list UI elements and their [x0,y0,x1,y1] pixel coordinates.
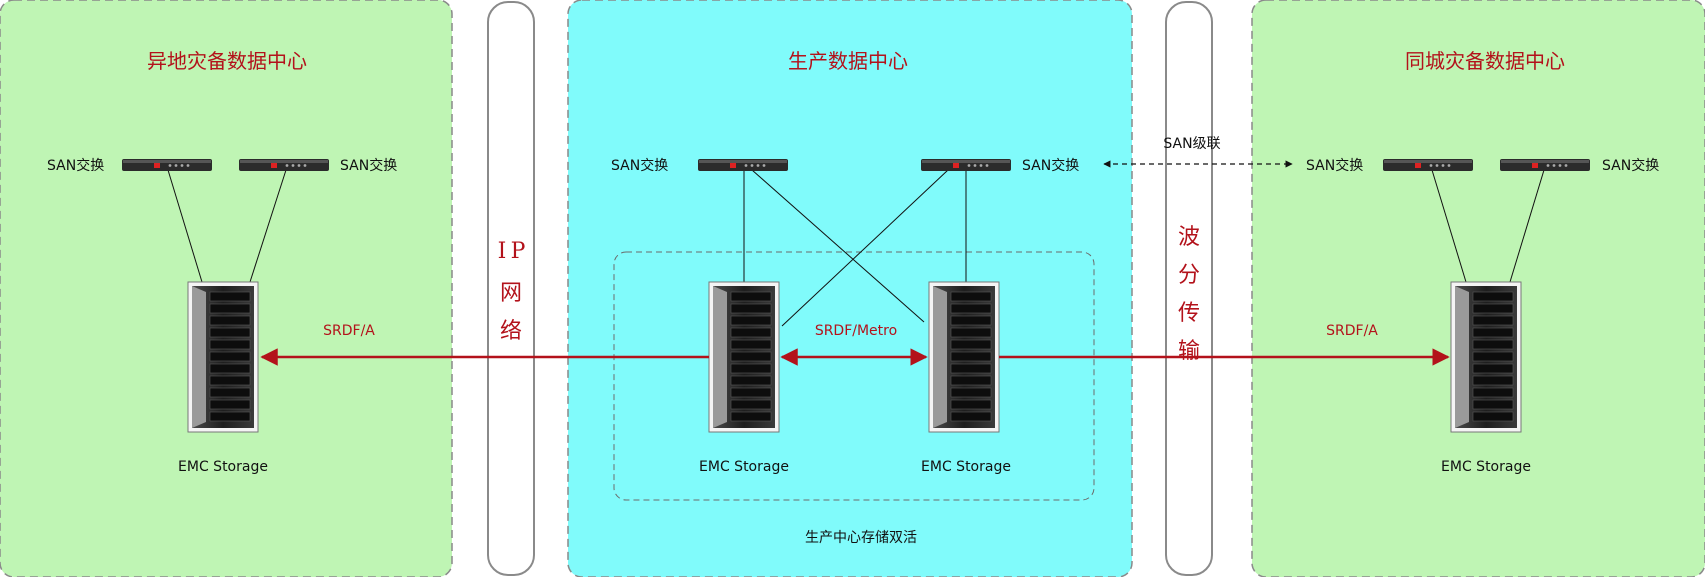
emc-storage-remote [187,281,259,433]
svg-text:输: 输 [1178,339,1200,364]
svg-text:分: 分 [1178,263,1200,288]
emc-storage-label-prod-2: EMC Storage [921,459,1011,475]
zone-title-production: 生产数据中心 [788,49,908,73]
emc-storage-label-local: EMC Storage [1441,459,1531,475]
san-switch-remote-2 [239,159,329,171]
svg-text:传: 传 [1178,301,1200,326]
san-switch-prod-1 [698,159,788,171]
emc-storage-label-prod-1: EMC Storage [699,459,789,475]
ip-network-pillar [487,1,535,576]
svg-text:波: 波 [1178,225,1200,250]
zone-title-local-dr: 同城灾备数据中心 [1405,49,1565,73]
svg-text:I: I [498,239,507,264]
srdf-metro-label: SRDF/Metro [815,323,897,339]
emc-storage-label-remote: EMC Storage [178,459,268,475]
san-switch-label-local-1: SAN交换 [1306,157,1363,174]
svg-text:络: 络 [500,319,522,344]
san-switch-label-local-2: SAN交换 [1602,157,1659,174]
san-switch-label-prod-1: SAN交换 [611,157,668,174]
active-active-caption: 生产中心存储双活 [805,530,917,546]
active-active-region [613,251,1095,501]
san-switch-label-remote-1: SAN交换 [47,157,104,174]
san-switch-remote-1 [122,159,212,171]
wdm-transport-pillar [1165,1,1213,576]
emc-storage-prod-1 [708,281,780,433]
san-cascade-label: SAN级联 [1163,136,1220,152]
svg-text:P: P [511,239,526,264]
san-switch-label-remote-2: SAN交换 [340,157,397,174]
zone-title-remote-dr: 异地灾备数据中心 [147,49,307,73]
srdf-a-label-remote: SRDF/A [323,323,375,339]
san-switch-label-prod-2: SAN交换 [1022,157,1079,174]
srdf-a-label-local: SRDF/A [1326,323,1378,339]
san-cabling [167,169,1545,327]
svg-text:网: 网 [500,281,522,306]
san-switch-local-1 [1383,159,1473,171]
san-switch-prod-2 [921,159,1011,171]
zone-production [567,0,1133,577]
ip-network-label: I P 网 络 [498,239,526,344]
emc-storage-local [1450,281,1522,433]
san-switch-local-2 [1500,159,1590,171]
emc-storage-prod-2 [928,281,1000,433]
